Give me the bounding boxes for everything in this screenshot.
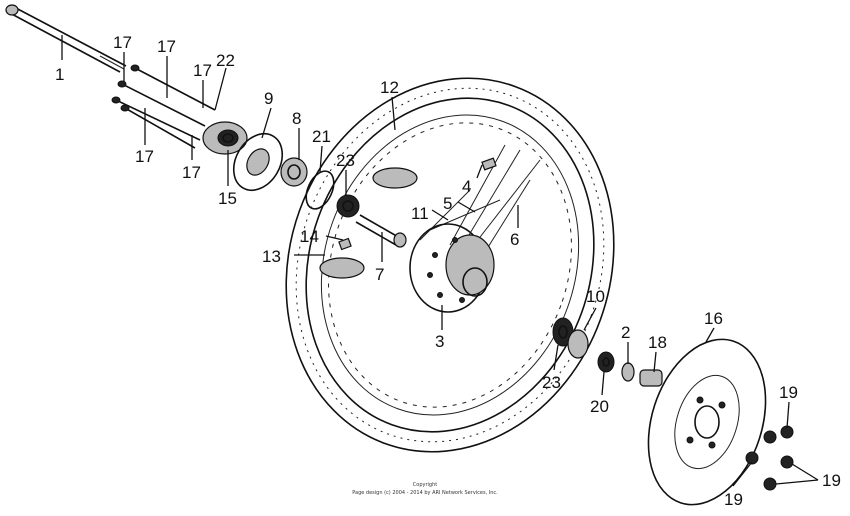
callout-16: 16 bbox=[704, 309, 723, 328]
bolts bbox=[111, 64, 216, 149]
callout-17: 17 bbox=[182, 163, 201, 182]
wheel-hub bbox=[409, 223, 495, 313]
callout-8: 8 bbox=[292, 109, 301, 128]
callouts: 1 17 17 17 22 17 17 9 8 21 23 15 12 4 5 … bbox=[55, 33, 841, 509]
callout-7: 7 bbox=[375, 265, 384, 284]
callout-15: 15 bbox=[218, 189, 237, 208]
callout-17: 17 bbox=[157, 37, 176, 56]
callout-21: 21 bbox=[312, 127, 331, 146]
side-collar bbox=[621, 362, 663, 387]
copyright-line-2: Page design (c) 2004 - 2014 by ARI Netwo… bbox=[352, 490, 498, 496]
bearing-left bbox=[336, 194, 360, 218]
copyright-line-1: Copyright bbox=[413, 482, 437, 488]
callout-3: 3 bbox=[435, 332, 444, 351]
callout-13: 13 bbox=[262, 247, 281, 266]
copyright-notice: Copyright Page design (c) 2004 - 2014 by… bbox=[352, 482, 498, 496]
callout-19: 19 bbox=[779, 383, 798, 402]
callout-5: 5 bbox=[443, 194, 452, 213]
callout-14: 14 bbox=[300, 227, 319, 246]
callout-18: 18 bbox=[648, 333, 667, 352]
distance-collar bbox=[355, 214, 407, 248]
callout-10: 10 bbox=[586, 287, 605, 306]
callout-23: 23 bbox=[336, 151, 355, 170]
axle bbox=[5, 4, 127, 73]
callout-17: 17 bbox=[193, 61, 212, 80]
bearing-right bbox=[552, 317, 589, 359]
rim-band-parts bbox=[338, 157, 497, 251]
callout-2: 2 bbox=[621, 323, 630, 342]
callout-20: 20 bbox=[590, 397, 609, 416]
callout-23: 23 bbox=[542, 373, 561, 392]
leader-lines bbox=[61, 35, 819, 487]
callout-12: 12 bbox=[380, 78, 399, 97]
callout-19: 19 bbox=[724, 490, 743, 509]
dust-seal bbox=[597, 351, 615, 373]
callout-17: 17 bbox=[113, 33, 132, 52]
sprocket-plate bbox=[232, 132, 284, 192]
bearing-retainer bbox=[280, 157, 308, 187]
callout-9: 9 bbox=[264, 89, 273, 108]
callout-11: 11 bbox=[411, 204, 429, 223]
brake-disc bbox=[647, 338, 767, 506]
callout-22: 22 bbox=[216, 51, 235, 70]
callout-6: 6 bbox=[510, 230, 519, 249]
callout-4: 4 bbox=[462, 177, 471, 196]
callout-1: 1 bbox=[55, 65, 64, 84]
hub-flange bbox=[202, 121, 248, 155]
callout-17: 17 bbox=[135, 147, 154, 166]
disc-nuts bbox=[745, 425, 794, 491]
callout-19: 19 bbox=[822, 471, 841, 490]
